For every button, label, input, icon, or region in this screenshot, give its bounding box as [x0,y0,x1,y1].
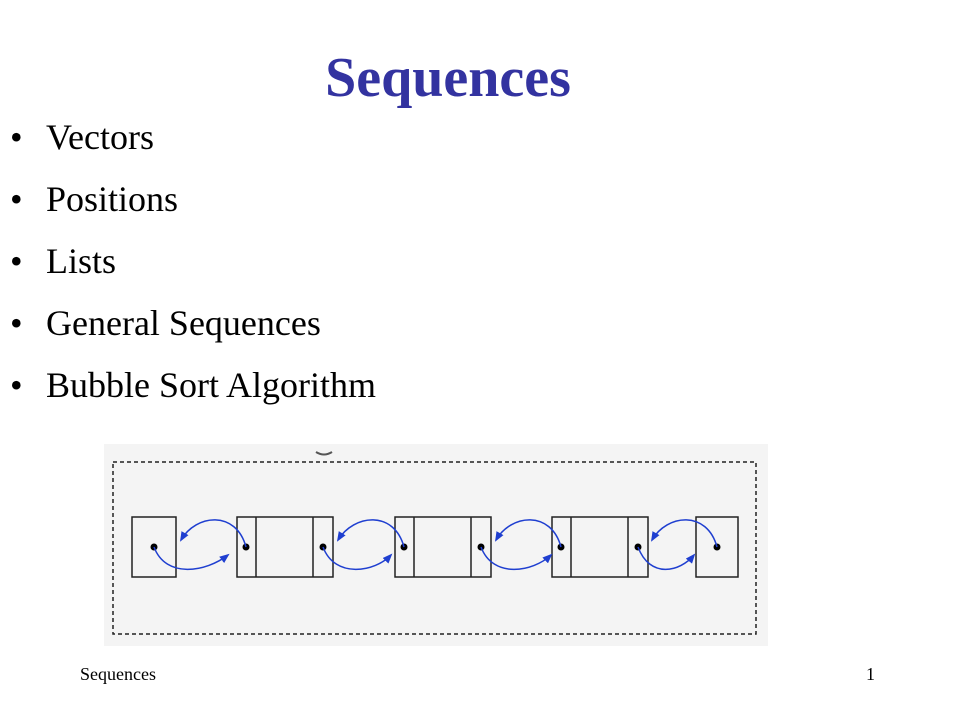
page-number: 1 [866,664,875,684]
list-node [236,516,334,578]
bullet-glyph: • [10,303,23,343]
next-link-arrow [153,546,230,571]
footer-title: Sequences [80,664,156,684]
bullet-text: Lists [46,241,117,281]
bullet-glyph: • [10,179,23,219]
dashed-border [112,461,757,635]
prev-link-arrow [494,519,562,548]
prev-link-arrow [650,519,718,548]
bullet-glyph: • [10,241,23,281]
linked-list-diagram [104,444,768,646]
list-node [394,516,492,578]
prev-link-arrow [336,519,405,548]
slide-title: Sequences [325,47,571,109]
list-node [551,516,649,578]
bullet-text: Positions [46,179,179,219]
bullet-glyph: • [10,365,23,405]
bullet-glyph: • [10,117,23,157]
partial-glyph [315,451,333,456]
next-link-arrow [480,546,553,571]
bullet-text: General Sequences [46,303,321,343]
prev-link-arrow [179,519,247,548]
next-link-arrow [637,546,696,571]
bullet-text: Bubble Sort Algorithm [46,365,377,405]
bullet-text: Vectors [46,117,154,157]
next-link-arrow [322,546,393,571]
